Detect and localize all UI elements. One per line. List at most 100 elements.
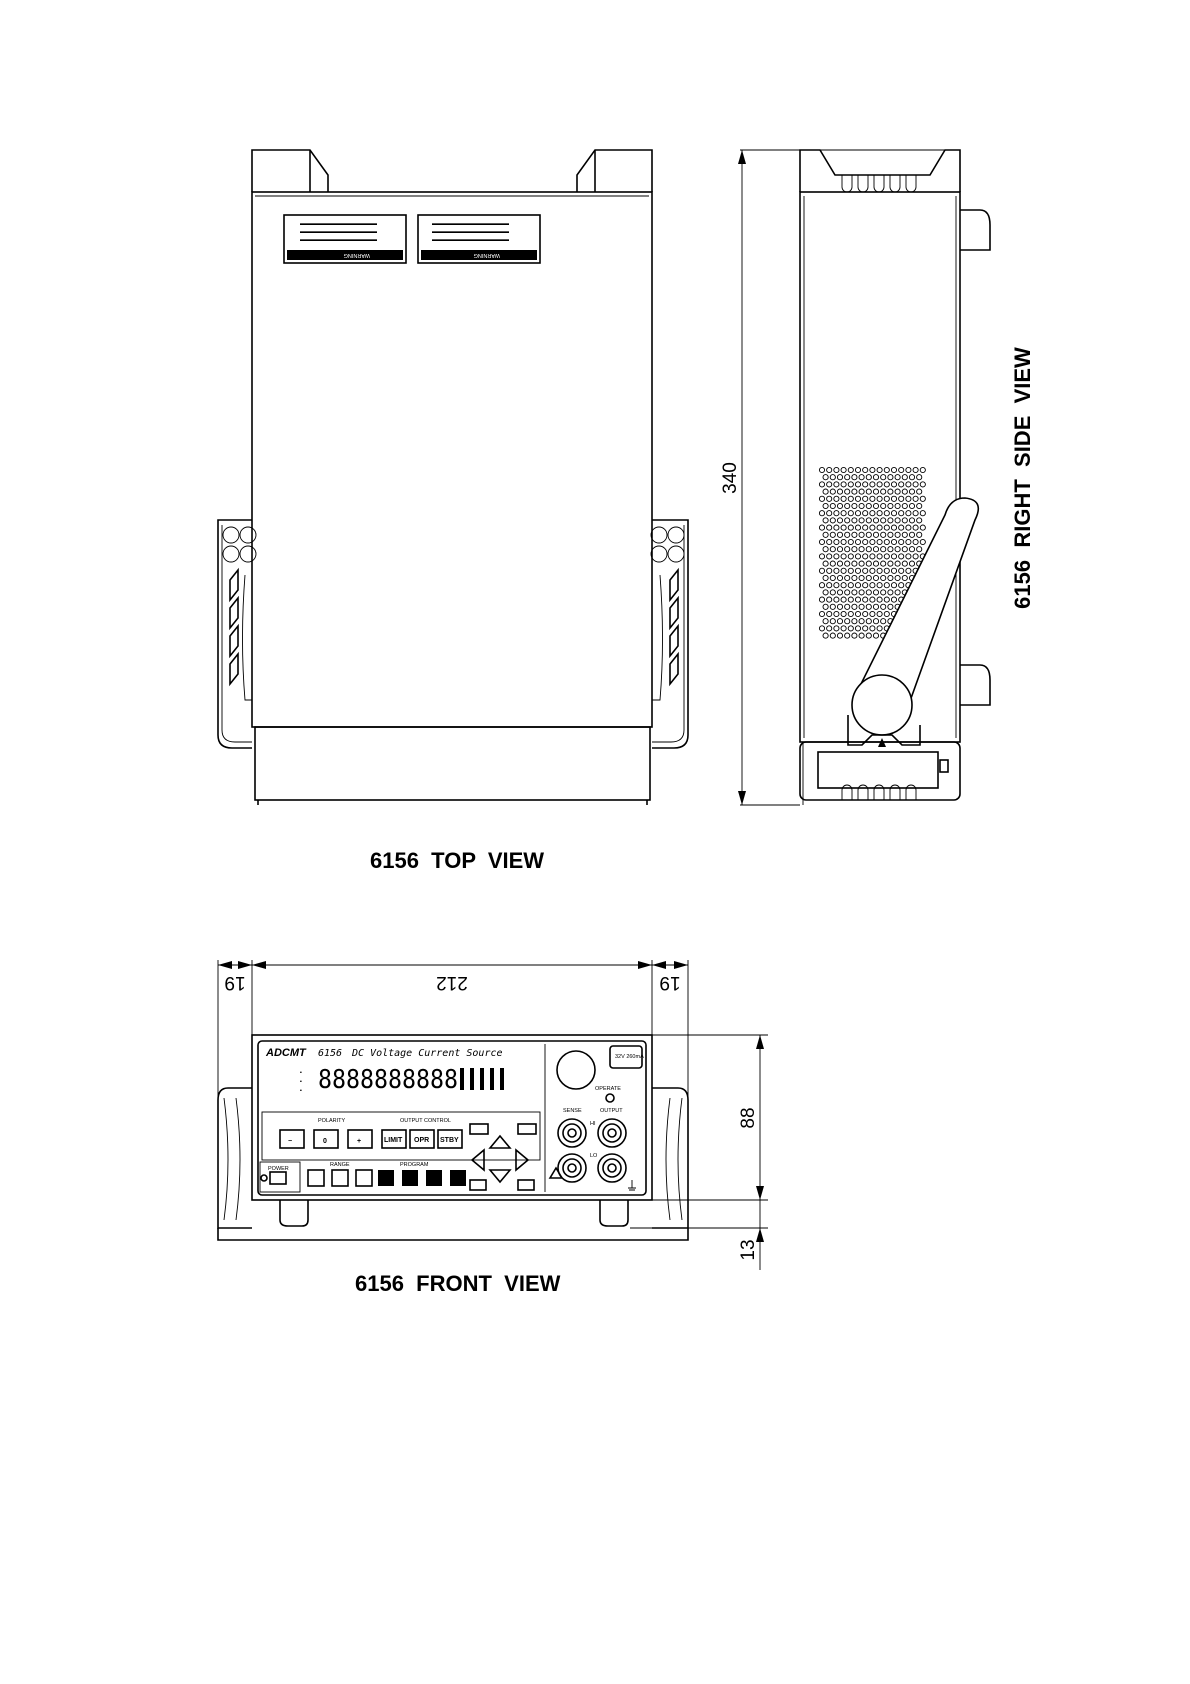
arrow-up-key[interactable] (488, 1134, 512, 1149)
vent-hole (883, 610, 890, 618)
vent-hole (844, 603, 851, 610)
vent-hole (836, 502, 844, 510)
vent-hole (901, 531, 908, 538)
vent-hole (862, 567, 869, 574)
key-range-up[interactable] (355, 1169, 373, 1187)
vent-hole (905, 495, 912, 502)
vent-hole (862, 610, 869, 618)
key-program-1[interactable] (378, 1170, 394, 1186)
vent-hole (854, 567, 862, 574)
vent-hole (872, 531, 880, 538)
vent-hole (901, 560, 908, 567)
top-view-left-handle (217, 519, 257, 749)
vent-hole (854, 610, 862, 618)
front-height-dimensions: 88 13 (630, 1034, 768, 1270)
vent-hole (865, 531, 872, 538)
vent-hole (840, 481, 847, 488)
vent-hole (818, 481, 826, 488)
vent-hole (890, 567, 898, 574)
vent-hole (887, 502, 894, 510)
vent-hole (840, 553, 847, 560)
side-vent-grid (818, 466, 926, 639)
key-local[interactable] (517, 1123, 537, 1135)
vent-hole (872, 618, 880, 625)
vent-hole (865, 488, 872, 495)
button-opr[interactable]: OPR (409, 1129, 435, 1149)
button-plus[interactable]: + (347, 1129, 373, 1149)
vent-hole (880, 546, 887, 553)
vent-hole (844, 502, 851, 510)
key-program-3[interactable] (426, 1170, 442, 1186)
sense-lo-terminal[interactable] (557, 1153, 587, 1183)
vent-hole (851, 546, 858, 553)
vent-hole (826, 567, 833, 574)
vent-hole (894, 488, 901, 495)
button-zero[interactable]: 0 (313, 1129, 339, 1149)
vent-hole (869, 596, 876, 603)
vent-hole (858, 546, 865, 553)
rotary-knob[interactable] (556, 1050, 596, 1090)
vent-hole (898, 567, 905, 574)
vent-hole (865, 574, 872, 582)
arrow-left-key[interactable] (470, 1148, 485, 1172)
vent-hole (890, 538, 898, 546)
front-handle-bar (217, 1228, 689, 1241)
power-switch[interactable] (269, 1171, 287, 1185)
vent-hole (854, 524, 862, 531)
vent-hole (894, 502, 901, 510)
vent-hole (905, 553, 912, 560)
vent-hole (851, 632, 858, 639)
vent-hole (818, 582, 826, 589)
button-limit[interactable]: LIMIT (381, 1129, 407, 1149)
vent-hole (883, 538, 890, 546)
key-range-down[interactable] (331, 1169, 349, 1187)
key-menu[interactable] (469, 1179, 487, 1191)
vent-hole (898, 553, 905, 560)
lo-label: LO (590, 1153, 598, 1159)
vent-hole (919, 466, 926, 474)
key-program-4[interactable] (450, 1170, 466, 1186)
key-v-i[interactable] (307, 1169, 325, 1187)
vent-hole (836, 517, 844, 524)
vent-hole (905, 481, 912, 488)
vent-hole (822, 618, 829, 625)
vent-hole (847, 510, 854, 517)
vent-hole (876, 596, 883, 603)
vent-hole (898, 524, 905, 531)
vent-hole (865, 474, 872, 481)
vent-hole (851, 531, 858, 538)
vent-hole (890, 495, 898, 502)
output-lo-terminal[interactable] (597, 1153, 627, 1183)
vent-hole (826, 553, 833, 560)
vent-hole (836, 546, 844, 553)
vent-hole (876, 510, 883, 517)
vent-hole (876, 524, 883, 531)
output-hi-terminal[interactable] (597, 1118, 627, 1148)
vent-hole (844, 632, 851, 639)
vent-hole (818, 524, 826, 531)
dimension-foot-13: 13 (738, 1239, 759, 1260)
vent-hole (847, 610, 854, 618)
vent-hole (901, 574, 908, 582)
button-minus[interactable]: − (279, 1129, 305, 1149)
button-stby[interactable]: STBY (437, 1129, 463, 1149)
vent-hole (883, 524, 890, 531)
arrow-right-key[interactable] (515, 1148, 530, 1172)
vent-hole (862, 596, 869, 603)
vent-hole (869, 553, 876, 560)
key-program-2[interactable] (402, 1170, 418, 1186)
vent-hole (822, 560, 829, 567)
key-shift[interactable] (469, 1123, 489, 1135)
vent-hole (829, 589, 836, 596)
vent-hole (901, 488, 908, 495)
vent-hole (818, 625, 826, 632)
vent-hole (869, 510, 876, 517)
vent-hole (898, 582, 905, 589)
key-enter[interactable] (517, 1179, 535, 1191)
arrow-down-key[interactable] (488, 1169, 512, 1184)
vent-hole (858, 488, 865, 495)
svg-text:▪: ▪ (300, 1088, 302, 1094)
vent-hole (908, 502, 916, 510)
sense-hi-terminal[interactable] (557, 1118, 587, 1148)
vent-hole (858, 574, 865, 582)
